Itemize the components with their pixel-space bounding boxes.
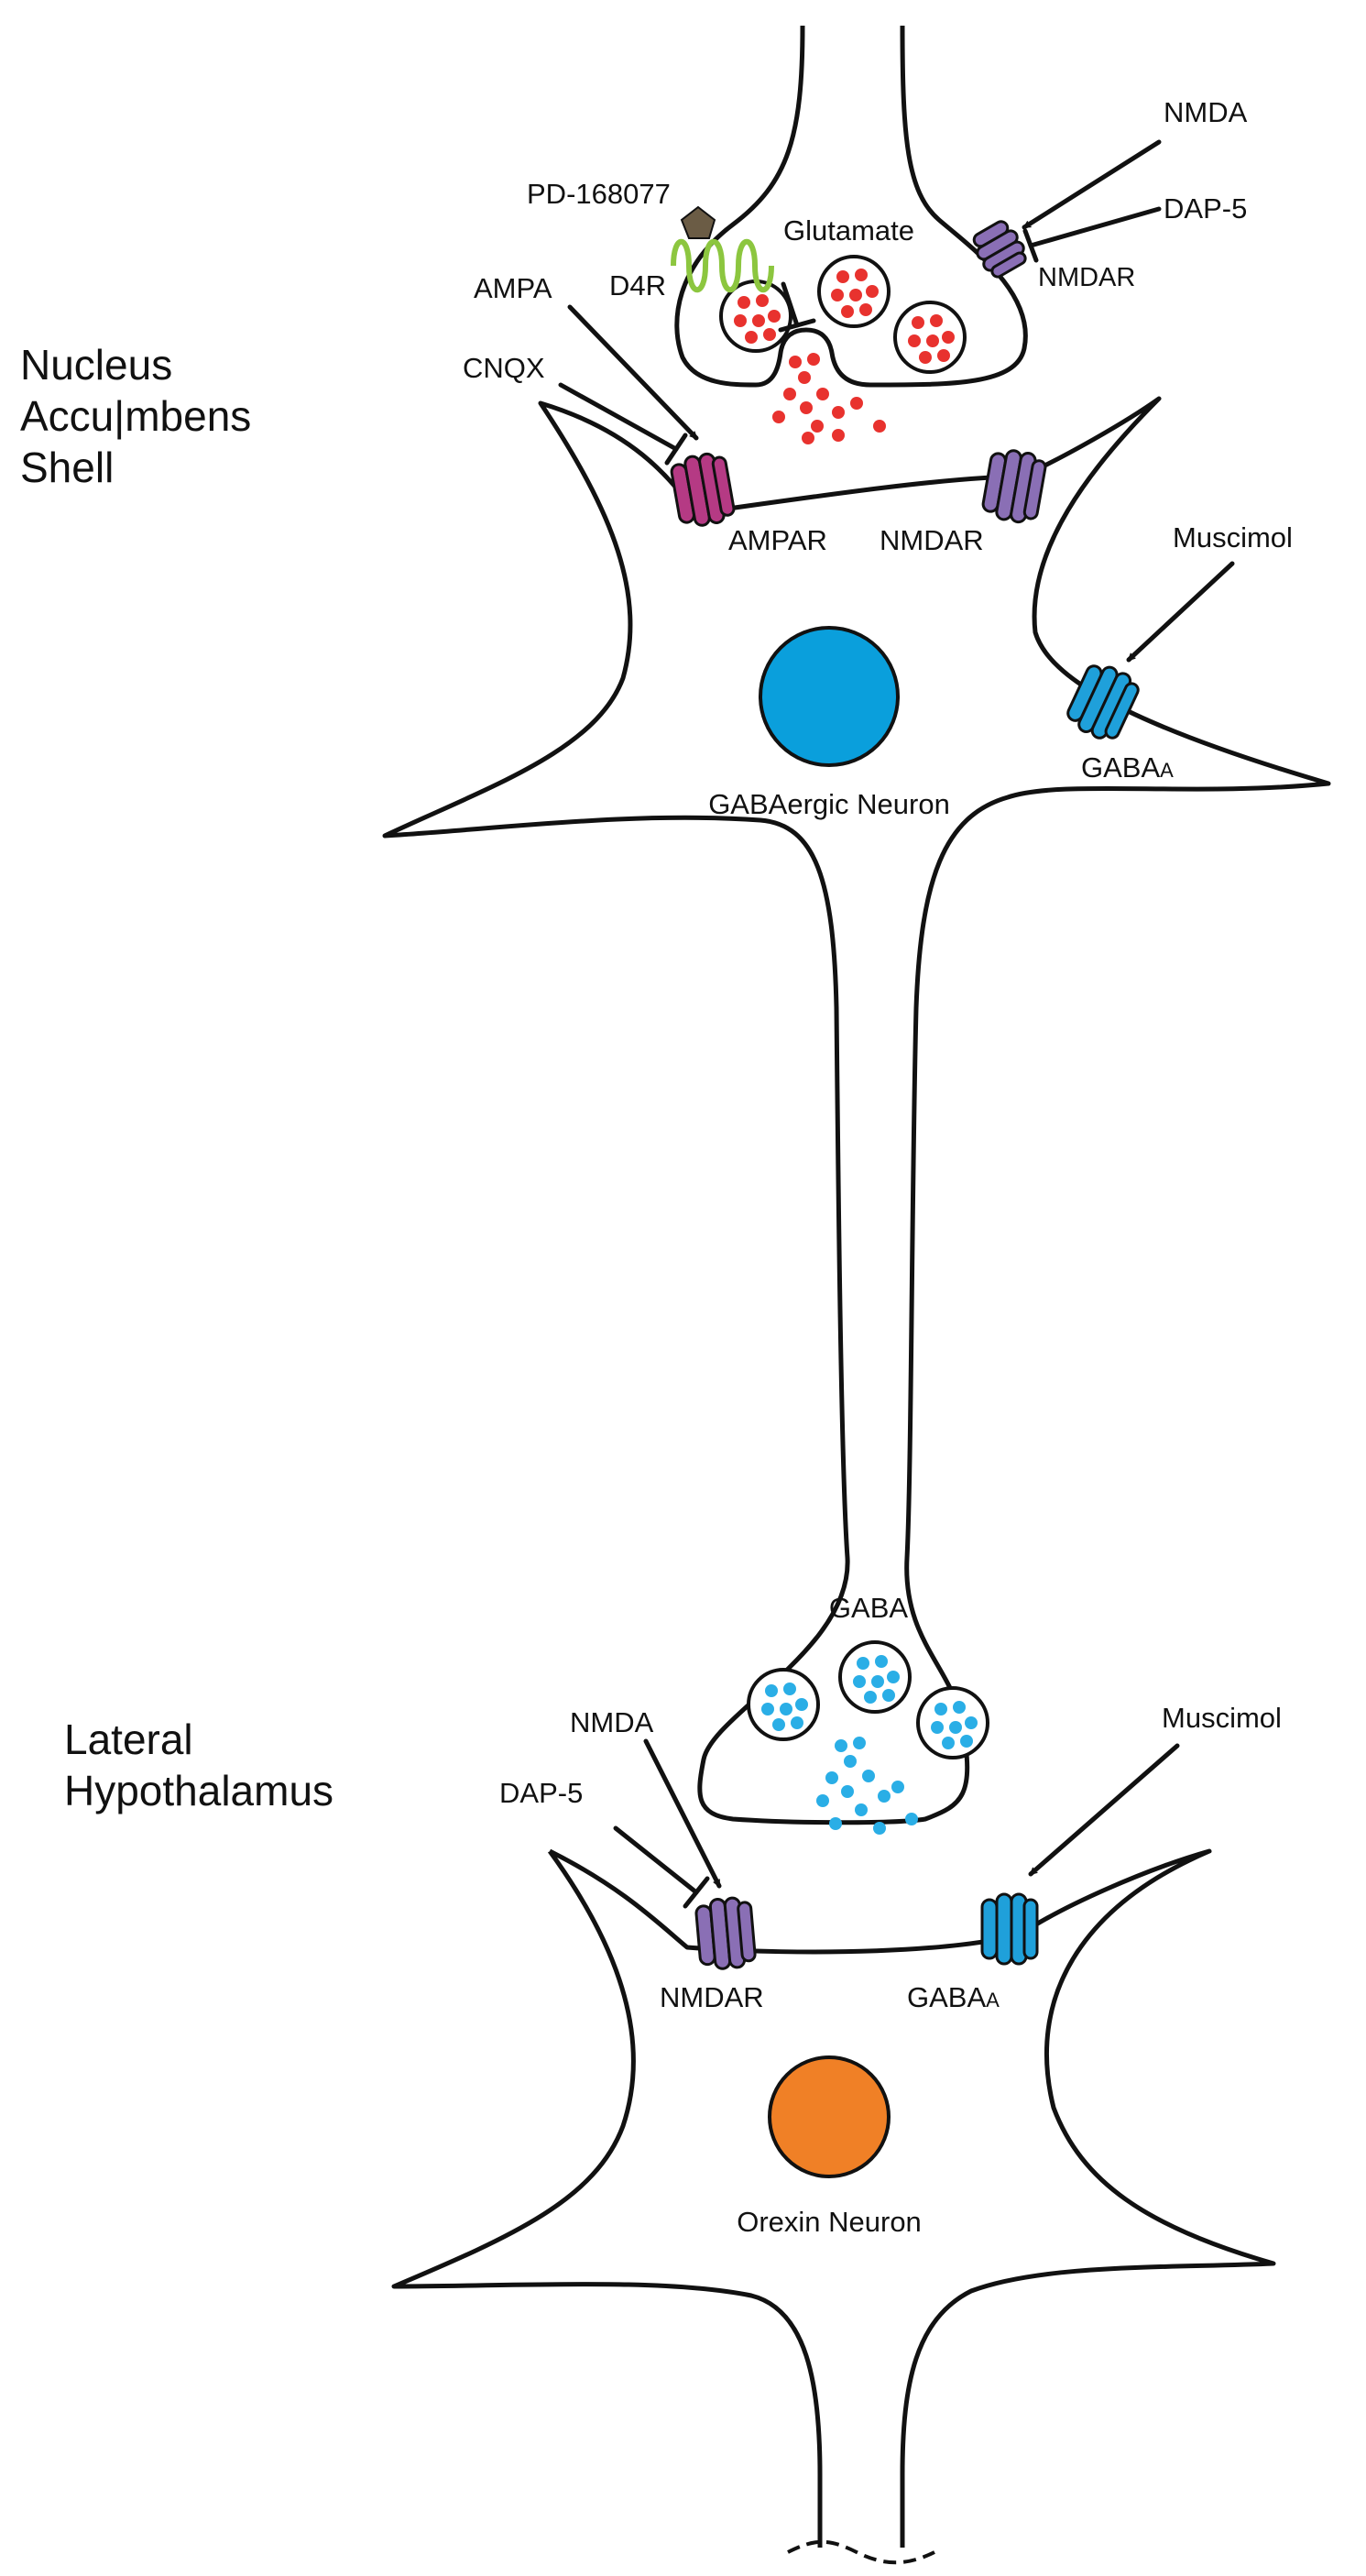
pd-168077-label: PD-168077	[527, 178, 671, 210]
gabaergic-neuron-label: GABAergic Neuron	[708, 788, 950, 820]
d4r-inhibit-bar	[778, 318, 816, 333]
gaba-neurotransmitter-label: GABA	[829, 1592, 908, 1624]
glutamate-vesicles	[719, 255, 967, 374]
cnqx-label: CNQX	[463, 352, 545, 384]
gaba-vesicles	[747, 1640, 989, 1759]
d4r-receptor	[671, 238, 774, 293]
glutamate-label: Glutamate	[783, 214, 914, 247]
nmdar-postsynaptic	[981, 449, 1047, 524]
nmdar-presynaptic-label: NMDAR	[1038, 263, 1135, 292]
dap5-bottom-inhibit	[613, 1825, 699, 1895]
dap5-top-bar	[1022, 228, 1039, 263]
gabaa-receptor-top	[1066, 664, 1140, 740]
orexin-neuron-label: Orexin Neuron	[737, 2206, 922, 2238]
nmda-top-arrow	[1022, 139, 1162, 230]
orexin-neuron-membrane	[391, 1848, 1276, 2548]
gabaa-top-label: GABAA	[1081, 751, 1174, 784]
cnqx-bar	[664, 433, 688, 466]
axon-cut-line	[787, 2539, 935, 2565]
muscimol-bottom-arrow	[1028, 1743, 1180, 1877]
nmdar-lh-receptor	[694, 1896, 757, 1970]
gabaa-lh-receptor	[980, 1892, 1039, 1966]
dap5-top-inhibit	[1028, 206, 1162, 248]
dap5-bottom-label: DAP-5	[499, 1777, 583, 1809]
lateral-hypothalamus-label: Lateral Hypothalamus	[64, 1716, 334, 1814]
muscimol-bottom-label: Muscimol	[1162, 1702, 1282, 1734]
pd-168077-ligand	[680, 205, 716, 239]
ampa-arrow	[567, 304, 699, 441]
released-gaba	[816, 1737, 918, 1835]
nmda-bottom-label: NMDA	[570, 1706, 654, 1738]
orexin-nucleus	[768, 2055, 891, 2178]
nmda-top-label: NMDA	[1164, 96, 1248, 128]
released-glutamate	[772, 353, 886, 444]
cnqx-inhibit	[558, 382, 679, 452]
ampa-label: AMPA	[474, 272, 552, 304]
gabaergic-nucleus	[759, 626, 900, 767]
d4r-label: D4R	[609, 269, 666, 301]
nmdar-presynaptic	[972, 220, 1027, 279]
ampar-label: AMPAR	[728, 524, 827, 556]
dap5-top-label: DAP-5	[1164, 192, 1247, 225]
nmda-bottom-arrow	[643, 1738, 722, 1889]
ampar-receptor	[670, 452, 736, 527]
gabaa-lh-label: GABAA	[907, 1981, 1000, 2013]
d4r-inhibit	[781, 281, 800, 328]
muscimol-top-arrow	[1126, 561, 1235, 663]
dap5-bottom-bar	[683, 1876, 710, 1909]
nmdar-lh-label: NMDAR	[660, 1981, 764, 2013]
muscimol-top-label: Muscimol	[1173, 521, 1293, 554]
nmdar-postsynaptic-label: NMDAR	[880, 524, 984, 556]
nucleus-accumbens-shell-label: Nucleus Accu|mbens Shell	[20, 341, 252, 491]
